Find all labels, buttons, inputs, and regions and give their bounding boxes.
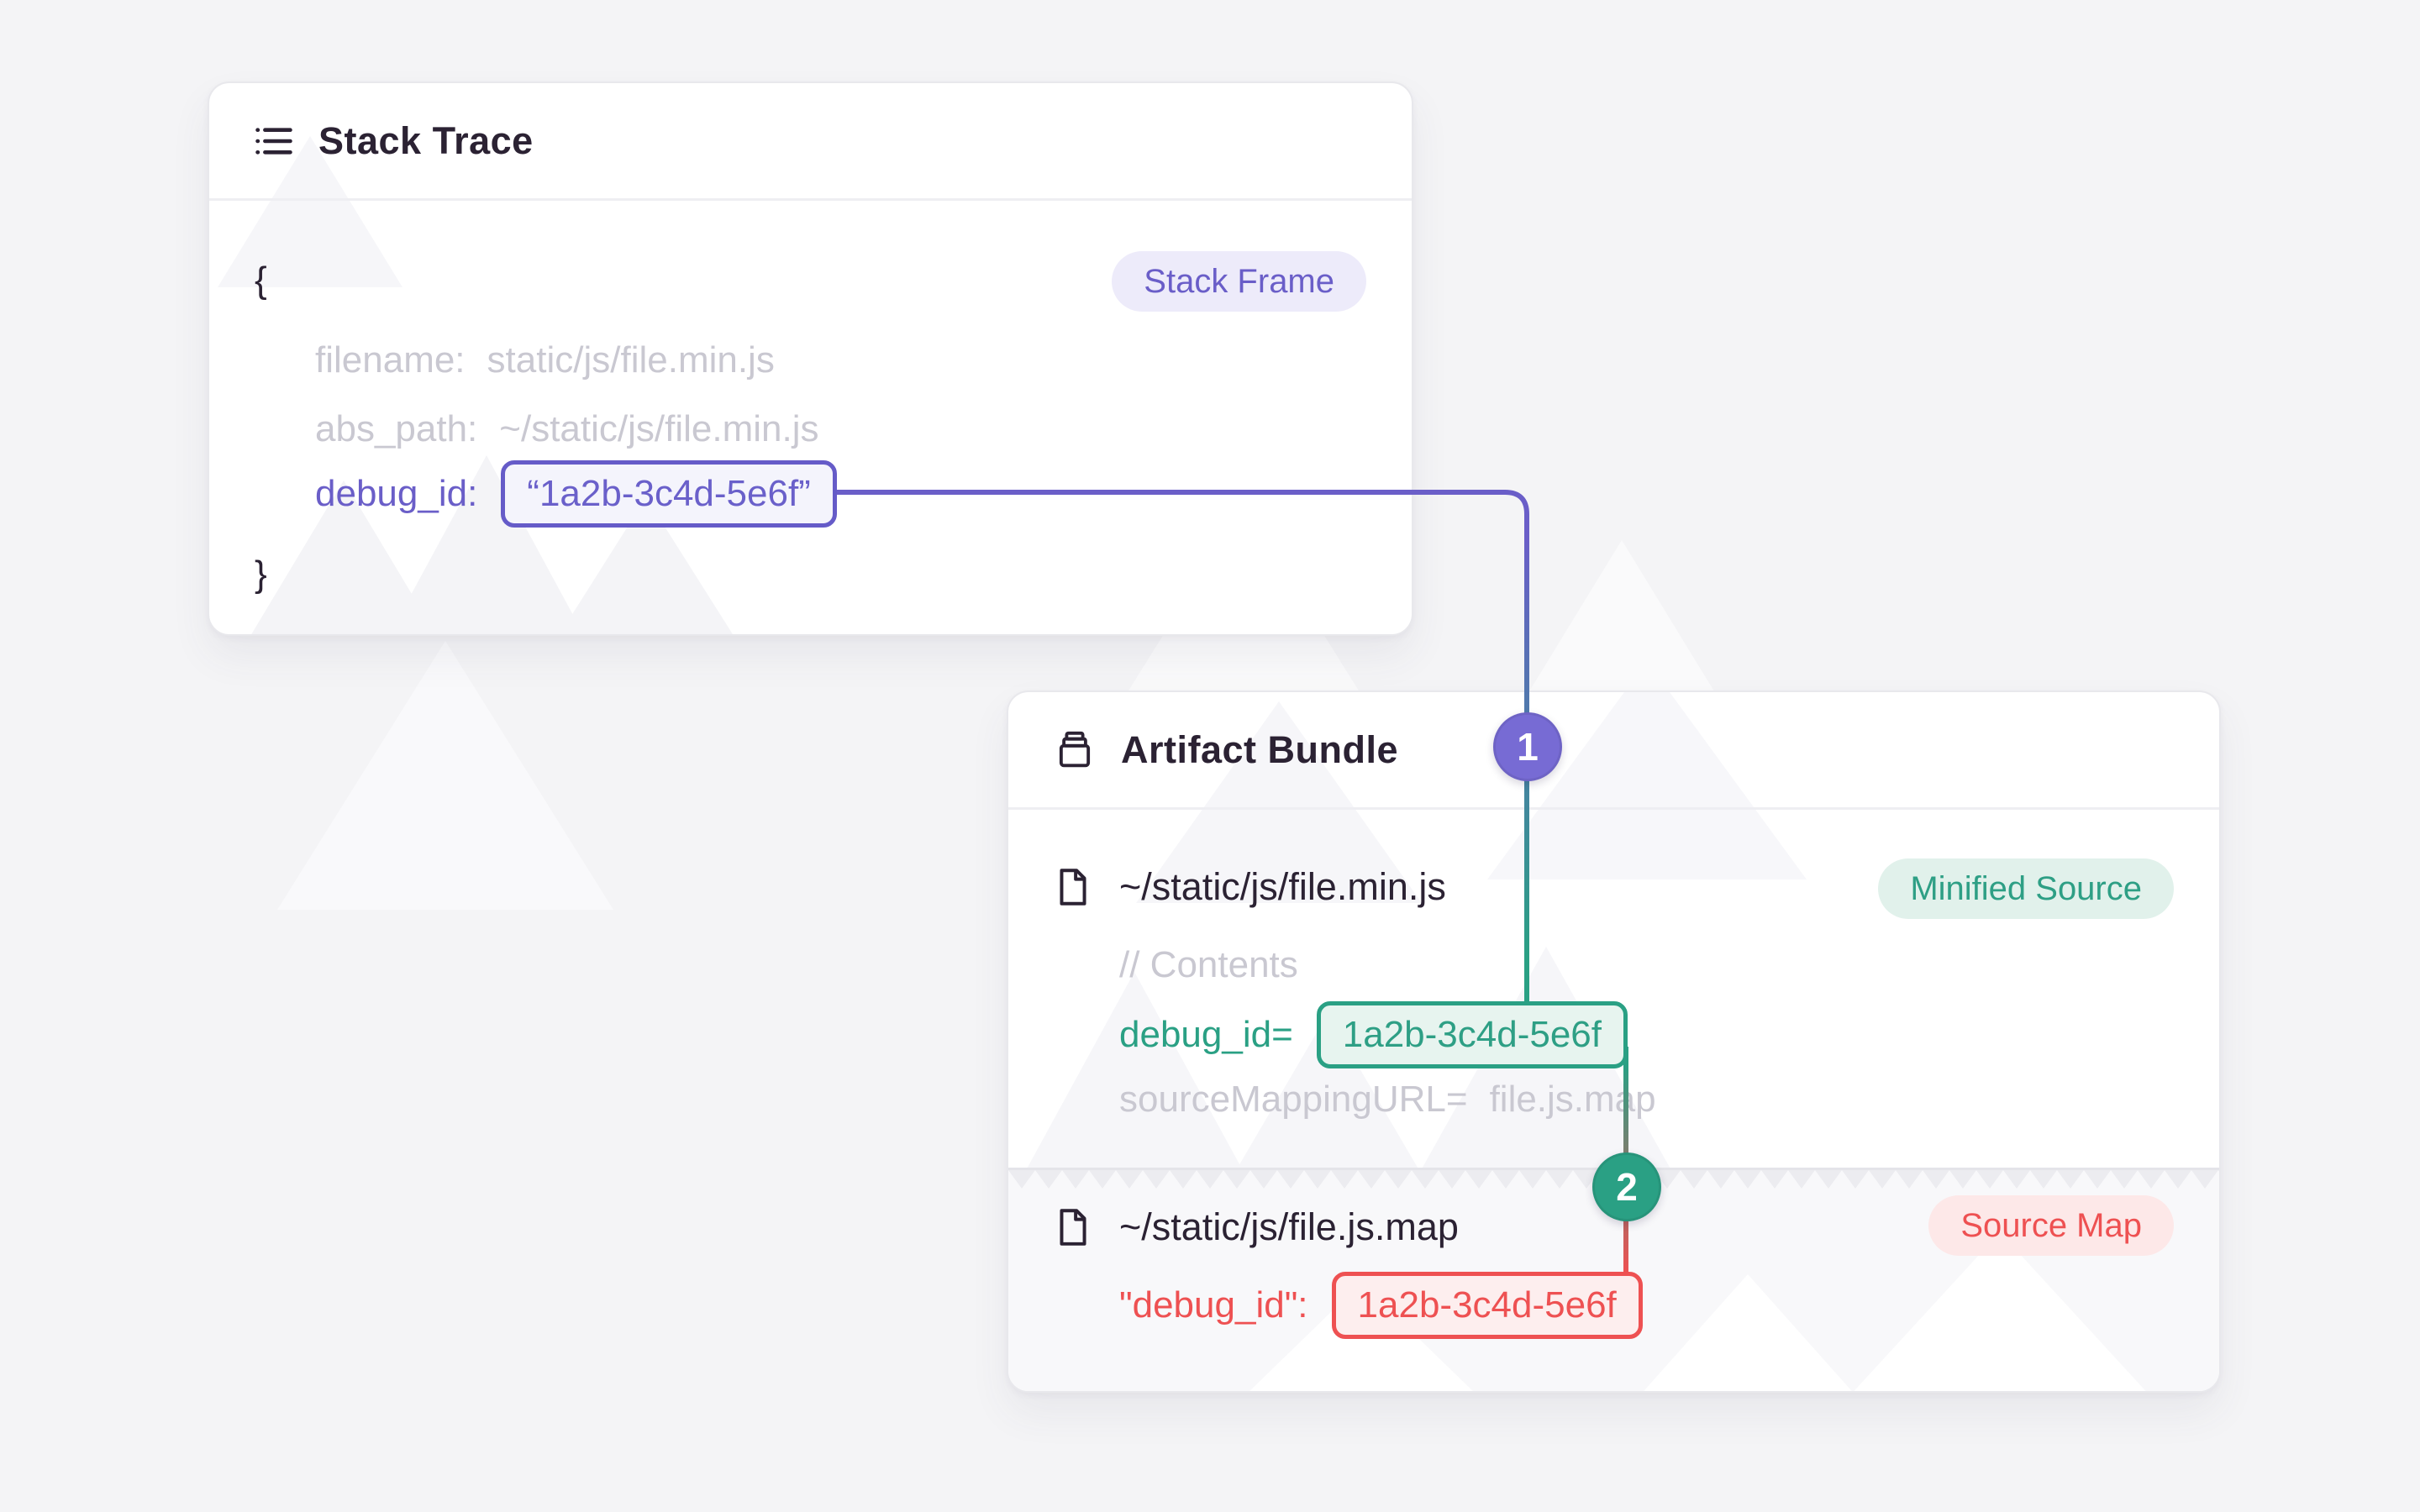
source-mapping-url-value: file.js.map <box>1489 1079 1656 1120</box>
minified-file-path: ~/static/js/file.min.js <box>1119 865 1446 908</box>
debug-id-chip: “1a2b-3c4d-5e6f” <box>501 460 837 528</box>
step-1-badge: 1 <box>1493 712 1562 781</box>
file-icon <box>1060 869 1086 906</box>
source-map-file-row: ~/static/js/file.js.map <box>1052 1205 1459 1249</box>
source-mapping-url-line: sourceMappingURL= file.js.map <box>1119 1079 1656 1121</box>
minified-file-row: ~/static/js/file.min.js <box>1052 865 1446 909</box>
stack-trace-card: Stack Trace Stack Frame { filename: stati… <box>208 81 1413 636</box>
filename-value: static/js/file.min.js <box>487 339 775 381</box>
artifact-bundle-card: Artifact Bundle ~/static/js/file.min.js … <box>1007 690 2221 1393</box>
abs-path-value: ~/static/js/file.min.js <box>499 408 819 449</box>
debug-id-label: debug_id: <box>315 473 478 514</box>
stack-trace-header: Stack Trace <box>209 83 1412 201</box>
stack-frame-badge: Stack Frame <box>1112 251 1366 312</box>
artifact-bundle-title: Artifact Bundle <box>1121 727 1399 771</box>
artifact-bundle-header: Artifact Bundle <box>1008 692 2219 810</box>
archive-box-icon <box>1059 731 1091 767</box>
file-icon <box>1060 1209 1086 1246</box>
list-icon <box>255 127 292 155</box>
source-map-file-path: ~/static/js/file.js.map <box>1119 1205 1459 1248</box>
open-brace: { <box>255 260 267 301</box>
bundle-debug-id-label: debug_id= <box>1119 1014 1293 1055</box>
pattern-triangle <box>1025 969 1244 1172</box>
map-debug-id-label: "debug_id": <box>1119 1284 1308 1326</box>
close-brace: } <box>255 554 267 595</box>
step-2-badge: 2 <box>1592 1152 1661 1221</box>
bundle-debug-id-line: debug_id= 1a2b-3c4d-5e6f <box>1119 1001 1628 1068</box>
contents-comment: // Contents <box>1119 944 1298 985</box>
bundle-debug-id-chip: 1a2b-3c4d-5e6f <box>1316 1001 1628 1068</box>
source-mapping-url-label: sourceMappingURL= <box>1119 1079 1468 1120</box>
map-debug-id-chip: 1a2b-3c4d-5e6f <box>1331 1272 1643 1339</box>
pattern-triangle <box>277 638 613 910</box>
filename-line: filename: static/js/file.min.js <box>315 339 775 381</box>
source-map-badge: Source Map <box>1928 1195 2174 1256</box>
map-debug-id-line: "debug_id": 1a2b-3c4d-5e6f <box>1119 1272 1643 1339</box>
filename-label: filename: <box>315 339 466 381</box>
abs-path-label: abs_path: <box>315 408 478 449</box>
stack-trace-title: Stack Trace <box>318 118 534 162</box>
minified-source-badge: Minified Source <box>1878 858 2174 919</box>
debug-id-line: debug_id: “1a2b-3c4d-5e6f” <box>315 460 837 528</box>
abs-path-line: abs_path: ~/static/js/file.min.js <box>315 408 819 450</box>
